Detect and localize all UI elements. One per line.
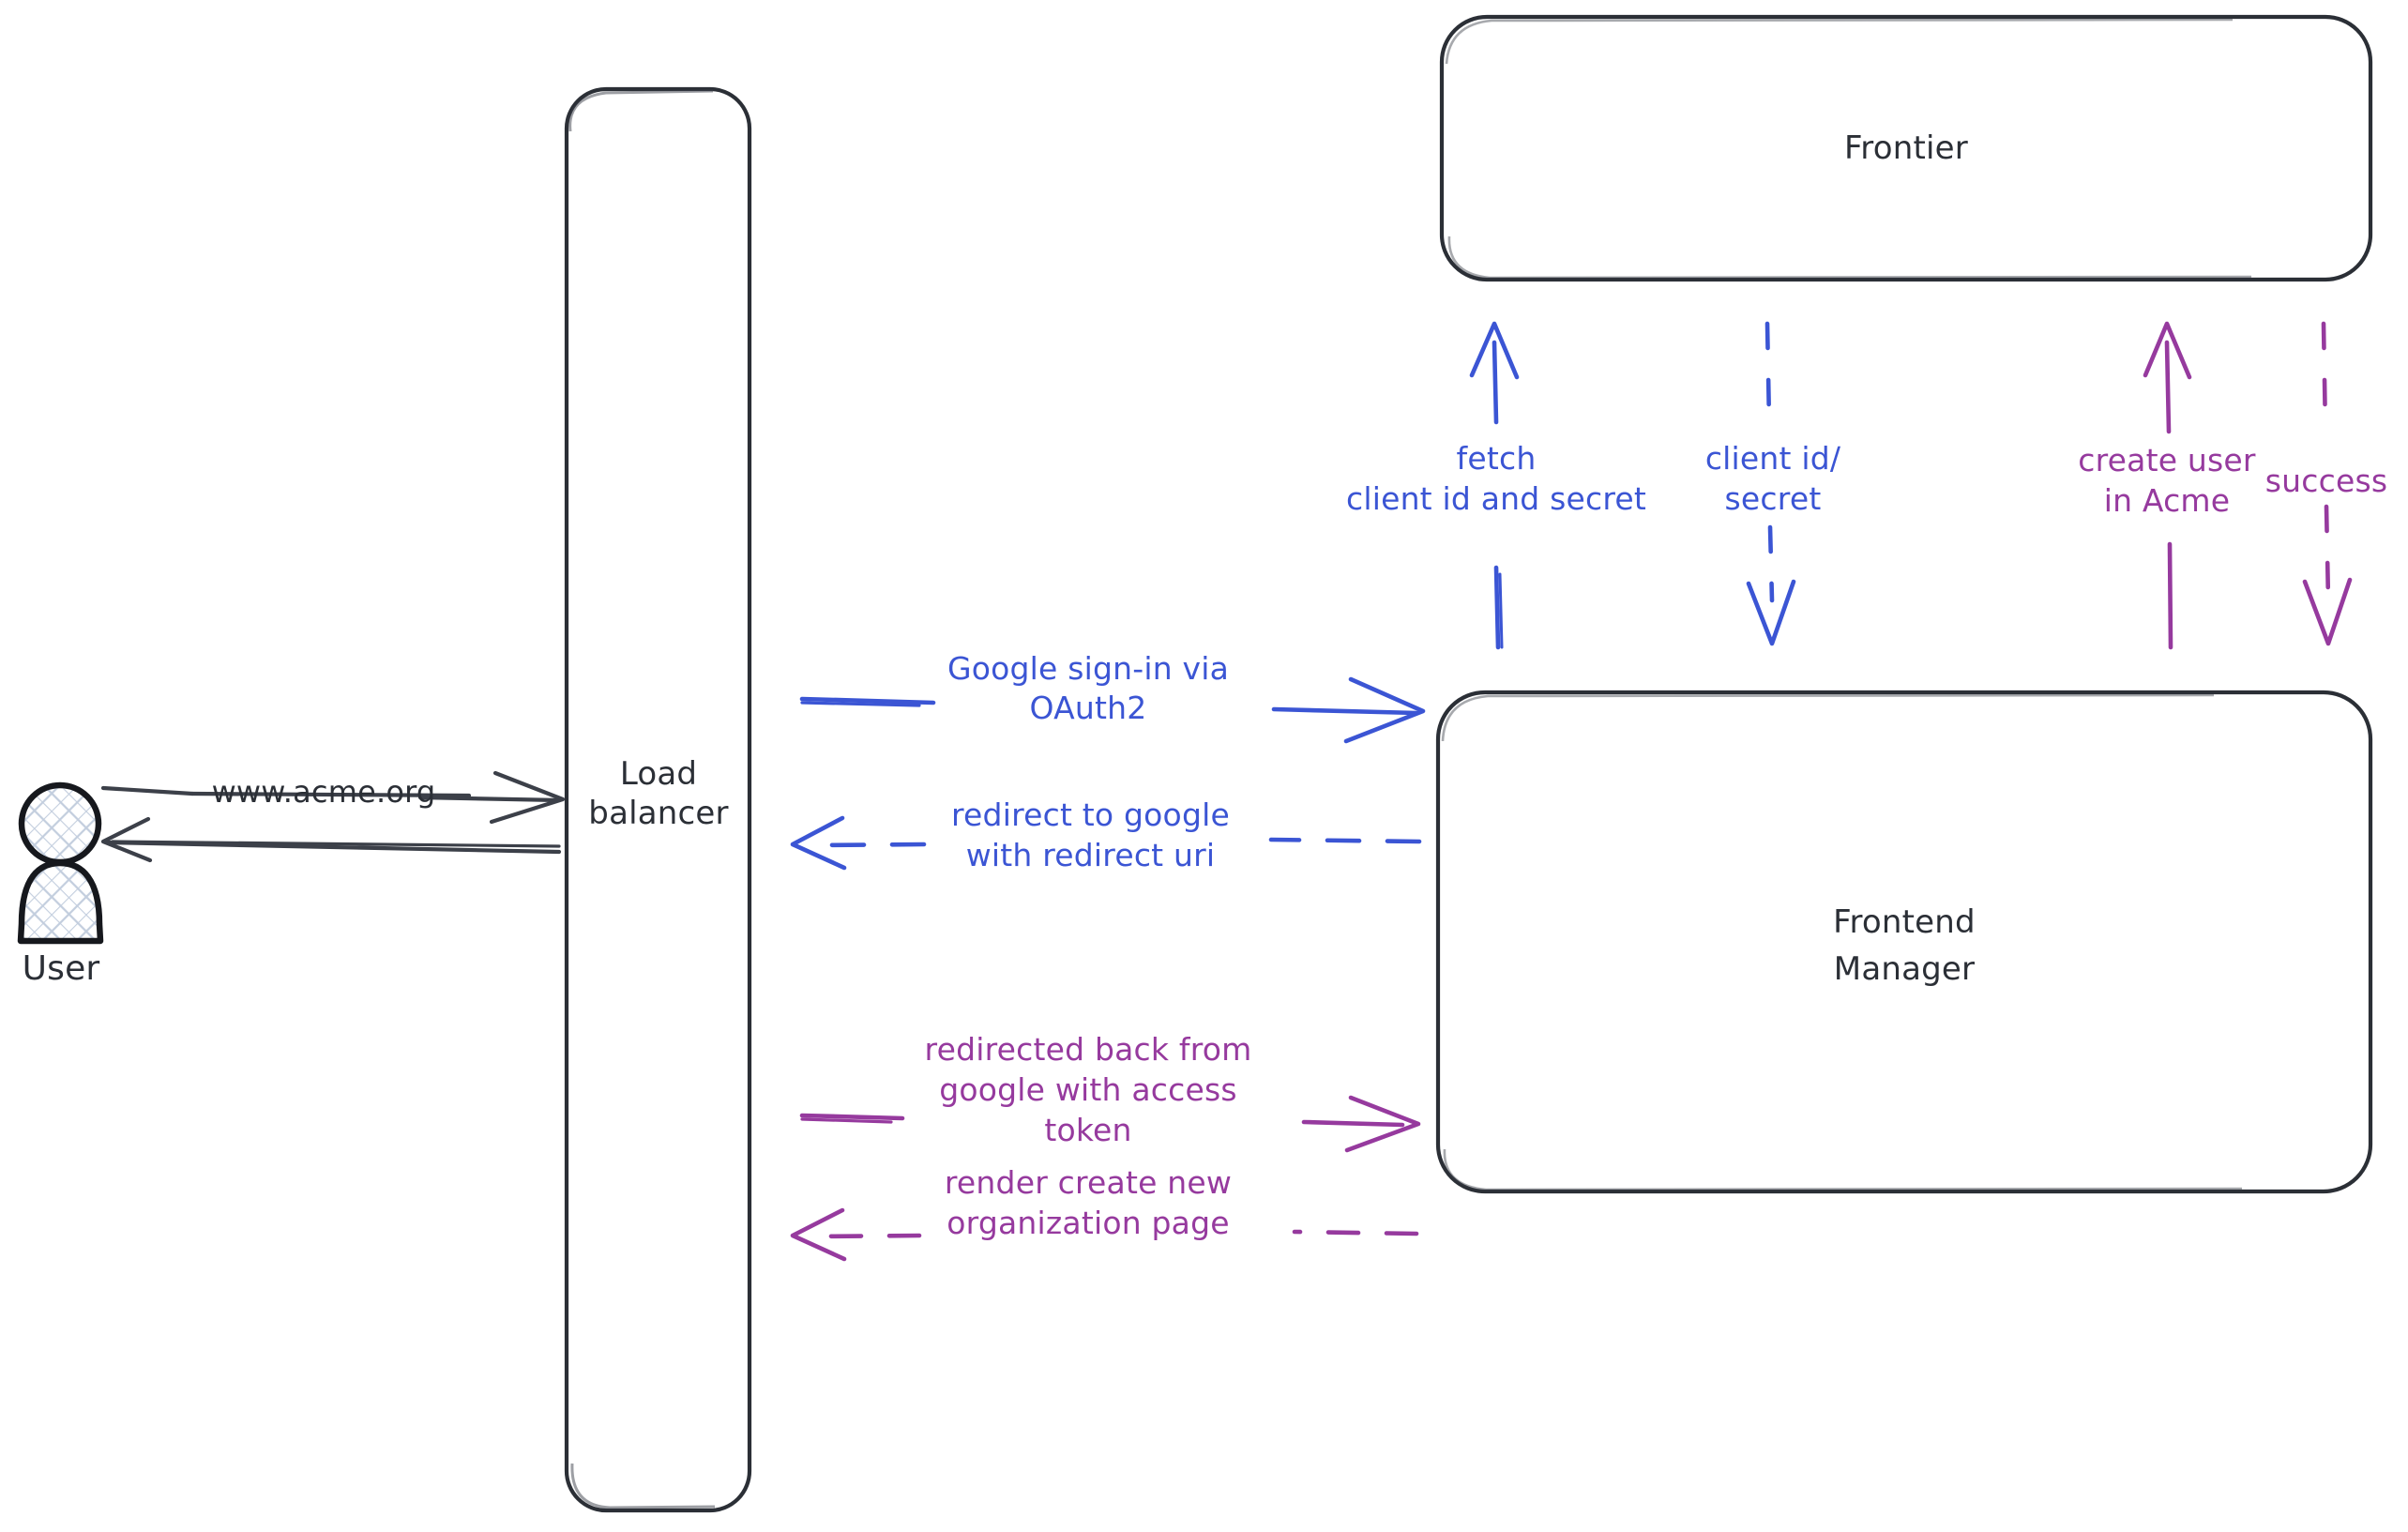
edge-label-www-acme-org: www.acme.org <box>211 774 436 810</box>
load-balancer-label-line2: balancer <box>588 795 729 832</box>
edge-label-redirected-token-line1: redirected back from <box>924 1031 1252 1068</box>
edge-label-fetch-line2: client id and secret <box>1345 480 1647 517</box>
edge-success-down <box>2302 321 2353 646</box>
edge-label-create-user-line2: in Acme <box>2103 482 2231 519</box>
edge-label-redirected-token-line3: token <box>1044 1112 1132 1148</box>
load-balancer-label-line1: Load <box>619 755 698 793</box>
edge-google-signin <box>799 676 1426 744</box>
edge-label-success: success <box>2264 463 2388 499</box>
edge-redirect-to-google <box>790 815 1422 871</box>
edge-label-client-credentials-line1: client id/ <box>1704 440 1841 477</box>
load-balancer-shape[interactable] <box>564 86 752 1513</box>
edge-user-to-load-balancer <box>100 770 566 825</box>
frontier-shape[interactable] <box>1439 14 2373 282</box>
frontend-manager-label-line2: Manager <box>1833 950 1976 988</box>
edge-label-google-signin-line1: Google sign-in via <box>947 650 1230 687</box>
edge-label-client-credentials-line2: secret <box>1724 480 1822 517</box>
user-actor-label: User <box>22 949 100 988</box>
edge-label-google-signin-line2: OAuth2 <box>1029 690 1147 726</box>
edge-label-redirect-google-line1: redirect to google <box>951 796 1230 833</box>
edge-redirected-back-token <box>799 1095 1421 1153</box>
edge-label-redirected-token-line2: google with access <box>939 1071 1237 1108</box>
frontend-manager-label-line1: Frontend <box>1833 903 1976 941</box>
edge-fetch-client-id-secret <box>1469 321 1520 650</box>
user-actor-icon <box>17 781 104 945</box>
edge-client-id-secret-down <box>1746 321 1796 646</box>
edge-label-render-org-line2: organization page <box>947 1205 1230 1241</box>
edge-create-user-in-acme <box>2143 321 2192 650</box>
edge-load-balancer-to-user <box>100 816 562 863</box>
edge-label-create-user-line1: create user <box>2078 442 2256 478</box>
frontend-manager-shape[interactable] <box>1435 690 2373 1194</box>
edge-label-render-org-line1: render create new <box>944 1164 1233 1201</box>
edge-label-redirect-google-line2: with redirect uri <box>965 837 1216 873</box>
edge-label-fetch-line1: fetch <box>1456 440 1537 477</box>
frontier-label: Frontier <box>1844 129 1968 167</box>
edge-render-create-org <box>790 1207 1419 1262</box>
